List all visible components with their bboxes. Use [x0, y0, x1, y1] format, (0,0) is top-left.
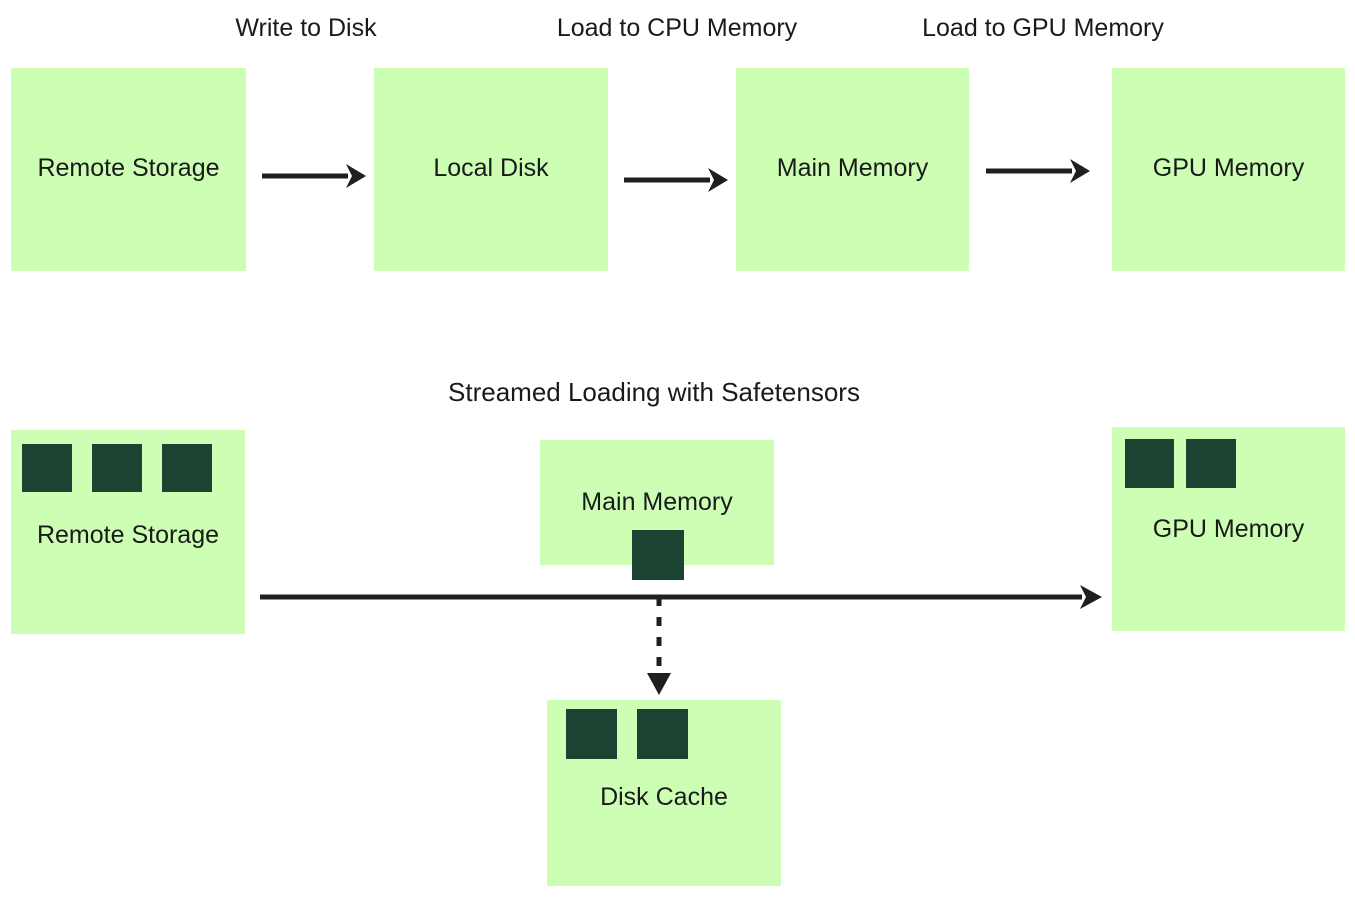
arrow-dashed-main-memory-to-disk-cache — [647, 597, 671, 695]
node-disk-cache[interactable]: Disk Cache — [547, 700, 781, 886]
arrow-streaming-remote-to-gpu — [260, 585, 1102, 609]
node-label-disk-cache: Disk Cache — [600, 783, 728, 811]
node-label-gpu-memory-streamed: GPU Memory — [1152, 515, 1305, 543]
chunk-main-memory-1 — [632, 530, 684, 580]
node-remote-storage-top[interactable]: Remote Storage — [11, 68, 246, 271]
node-remote-storage-streamed[interactable]: Remote Storage — [11, 430, 245, 634]
node-gpu-memory-top[interactable]: GPU Memory — [1112, 68, 1345, 271]
edge-label-write-to-disk: Write to Disk — [235, 14, 377, 42]
chunk-remote-storage-2 — [92, 444, 142, 492]
chunk-gpu-memory-2 — [1186, 439, 1236, 488]
edge-label-load-to-cpu-memory: Load to CPU Memory — [556, 14, 798, 42]
arrow-main-memory-to-gpu-memory — [986, 159, 1090, 183]
edge-label-load-to-gpu-memory: Load to GPU Memory — [922, 14, 1164, 42]
arrow-remote-storage-to-local-disk — [262, 164, 366, 188]
chunk-disk-cache-1 — [566, 709, 617, 759]
chunk-remote-storage-1 — [22, 444, 72, 492]
node-label-remote-storage-streamed: Remote Storage — [36, 521, 220, 549]
node-main-memory-top[interactable]: Main Memory — [736, 68, 969, 271]
chunk-gpu-memory-1 — [1125, 439, 1174, 488]
node-label-main-memory-top: Main Memory — [776, 154, 929, 182]
node-label-remote-storage-top: Remote Storage — [37, 154, 220, 182]
chunk-remote-storage-3 — [162, 444, 212, 492]
chunk-disk-cache-2 — [637, 709, 688, 759]
node-gpu-memory-streamed[interactable]: GPU Memory — [1112, 427, 1345, 631]
node-label-local-disk: Local Disk — [433, 154, 549, 182]
node-label-gpu-memory-top: GPU Memory — [1152, 154, 1305, 182]
node-local-disk[interactable]: Local Disk — [374, 68, 608, 271]
node-label-main-memory-streamed: Main Memory — [581, 488, 733, 516]
arrow-local-disk-to-main-memory — [624, 168, 728, 192]
section-title-streamed-loading: Streamed Loading with Safetensors — [448, 377, 860, 407]
